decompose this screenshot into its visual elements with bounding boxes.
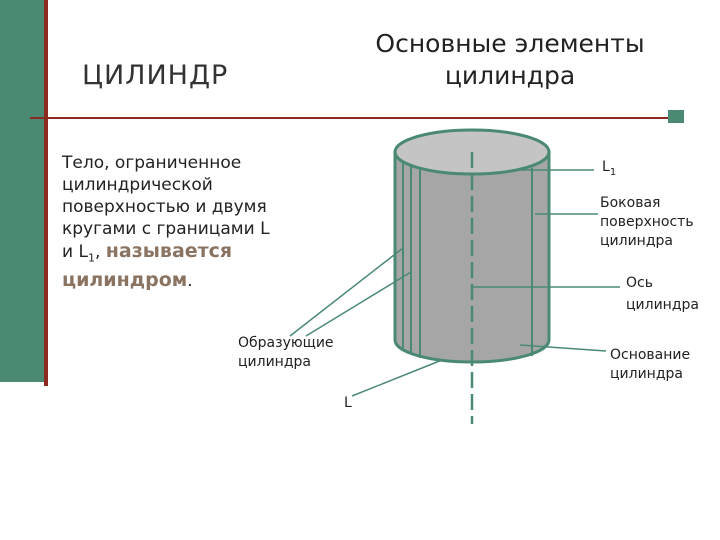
definition-line-5: и L1, называется: [62, 240, 362, 269]
definition-emphasis-2: цилиндром: [62, 269, 188, 292]
cylinder-definition: Тело, ограниченное цилиндрической поверх…: [62, 152, 362, 292]
pointer-l: [351, 359, 443, 397]
definition-period: .: [187, 271, 193, 292]
side-accent-edge: [44, 0, 48, 386]
definition-line-1: Тело, ограниченное: [62, 153, 242, 173]
definition-line-3: поверхностью и двумя: [62, 197, 267, 217]
pointer-base: [519, 344, 607, 352]
label-lateral-surface: Боковая поверхность цилиндра: [600, 194, 694, 251]
label-l1-sub: 1: [609, 166, 617, 178]
label-lateral-line-1: Боковая: [600, 195, 661, 211]
pointer-generator-2: [305, 271, 412, 337]
label-l1-main: L: [602, 159, 610, 175]
label-l1: L1: [602, 158, 616, 182]
label-l: L: [344, 395, 352, 411]
label-axis-line-1: Ось: [626, 275, 653, 291]
definition-line-6: цилиндром.: [62, 269, 362, 292]
definition-line-4: кругами с границами L: [62, 219, 270, 239]
label-axis-line-2: цилиндра: [626, 297, 699, 313]
label-axis: Ось цилиндра: [626, 272, 699, 316]
diagram-heading: Основные элементы цилиндра: [340, 28, 680, 92]
label-base: Основание цилиндра: [610, 346, 690, 384]
divider-accent: [668, 110, 684, 123]
side-accent-bar: [0, 0, 46, 382]
label-base-line-2: цилиндра: [610, 366, 683, 382]
definition-l1-sub: 1: [87, 251, 95, 265]
label-base-line-1: Основание: [610, 347, 691, 363]
label-generators-line-2: цилиндра: [238, 354, 311, 370]
label-generators-line-1: Образующие: [238, 335, 334, 351]
definition-emphasis-1: называется: [105, 240, 233, 262]
title-divider: [30, 117, 682, 119]
heading-line-2: цилиндра: [444, 61, 576, 90]
definition-l1-prefix: и L: [62, 242, 88, 262]
label-lateral-line-3: цилиндра: [600, 233, 673, 249]
label-lateral-line-2: поверхность: [600, 214, 694, 230]
slide-title: ЦИЛИНДР: [82, 60, 229, 91]
definition-comma: ,: [94, 242, 106, 262]
label-generators: Образующие цилиндра: [238, 334, 334, 372]
definition-line-2: цилиндрической: [62, 175, 213, 195]
pointer-generator-1: [289, 247, 404, 337]
heading-line-1: Основные элементы: [375, 29, 645, 58]
